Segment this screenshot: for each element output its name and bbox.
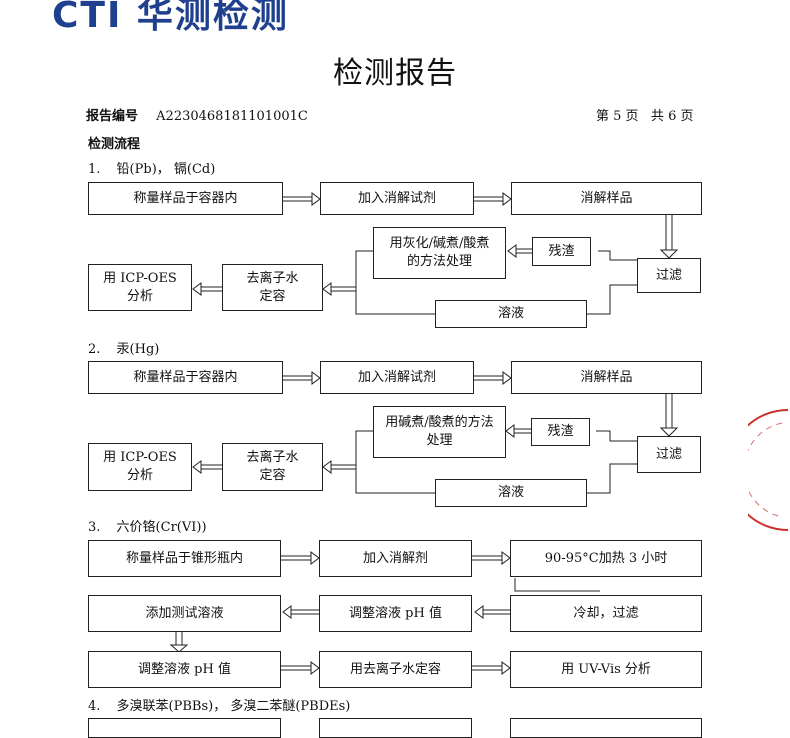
flow1-heading: 1. 铅(Pb)， 镉(Cd) [88,158,215,177]
flow3-title: 六价铬(Cr(VI)) [116,520,207,535]
report-number-label: 报告编号 [86,109,139,124]
flow2-heading: 2. 汞(Hg) [88,338,159,357]
flow2-digest-sample: 消解样品 [511,361,702,394]
flow2-di-water: 去离子水 定容 [222,443,323,491]
flow1-residue: 残渣 [532,237,591,266]
flow4-number: 4. [88,699,101,714]
flow3-di-water: 用去离子水定容 [319,651,472,688]
flow1-digest-sample: 消解样品 [511,182,702,215]
flow3-adjust-ph: 调整溶液 pH 值 [319,595,472,632]
flow1-title: 铅(Pb)， 镉(Cd) [116,162,216,177]
flow2-icp-analysis: 用 ICP-OES 分析 [88,443,192,491]
flow3-adjust-ph-2: 调整溶液 pH 值 [88,651,281,688]
flow3-number: 3. [88,520,101,535]
flow4-box-3 [510,718,702,738]
flow2-number: 2. [88,342,101,357]
flow4-heading: 4. 多溴联苯(PBBs)， 多溴二苯醚(PBDEs) [88,695,350,714]
flow2-weigh-sample: 称量样品于容器内 [88,361,283,394]
flow3-arrows [169,551,600,675]
flow3-heading: 3. 六价铬(Cr(VI)) [88,516,207,535]
flow1-icp-analysis: 用 ICP-OES 分析 [88,264,192,311]
document-title: 检测报告 [333,56,457,91]
flow1-arrows [192,192,679,315]
report-number-value: A2230468181101001C [156,109,308,124]
flow1-add-reagent: 加入消解试剂 [320,182,474,215]
flow3-uv-vis: 用 UV-Vis 分析 [510,651,702,688]
section-title: 检测流程 [88,137,141,152]
flow2-solution: 溶液 [435,479,587,507]
flow2-title: 汞(Hg) [116,342,160,357]
flow3-cool-filter: 冷却，过滤 [510,595,702,632]
company-seal [748,409,789,531]
flow2-add-reagent: 加入消解试剂 [320,361,474,394]
page-info: 第 5 页 共 6 页 [596,109,694,124]
flow4-box-2 [319,718,472,738]
flow3-heat: 90-95°C加热 3 小时 [510,540,702,577]
flow3-weigh-sample: 称量样品于锥形瓶内 [88,540,281,577]
flow2-residue: 残渣 [531,418,590,446]
flow2-boil-treatment: 用碱煮/酸煮的方法 处理 [373,406,506,458]
flow1-filter: 过滤 [637,258,701,293]
flow1-solution: 溶液 [435,300,587,328]
company-logo: CTI 华测检测 [52,0,289,36]
flow1-weigh-sample: 称量样品于容器内 [88,182,283,215]
flow4-box-1 [88,718,281,738]
report-number: 报告编号 A2230468181101001C [86,105,308,124]
flow2-filter: 过滤 [637,436,701,473]
flow1-di-water: 去离子水 定容 [222,264,323,311]
flow1-ash-treatment: 用灰化/碱煮/酸煮 的方法处理 [373,227,506,279]
flow4-title: 多溴联苯(PBBs)， 多溴二苯醚(PBDEs) [116,699,351,714]
flow3-add-test-solution: 添加测试溶液 [88,595,281,632]
flow3-add-digest: 加入消解剂 [319,540,472,577]
flow1-number: 1. [88,162,101,177]
flow2-arrows [192,371,679,494]
